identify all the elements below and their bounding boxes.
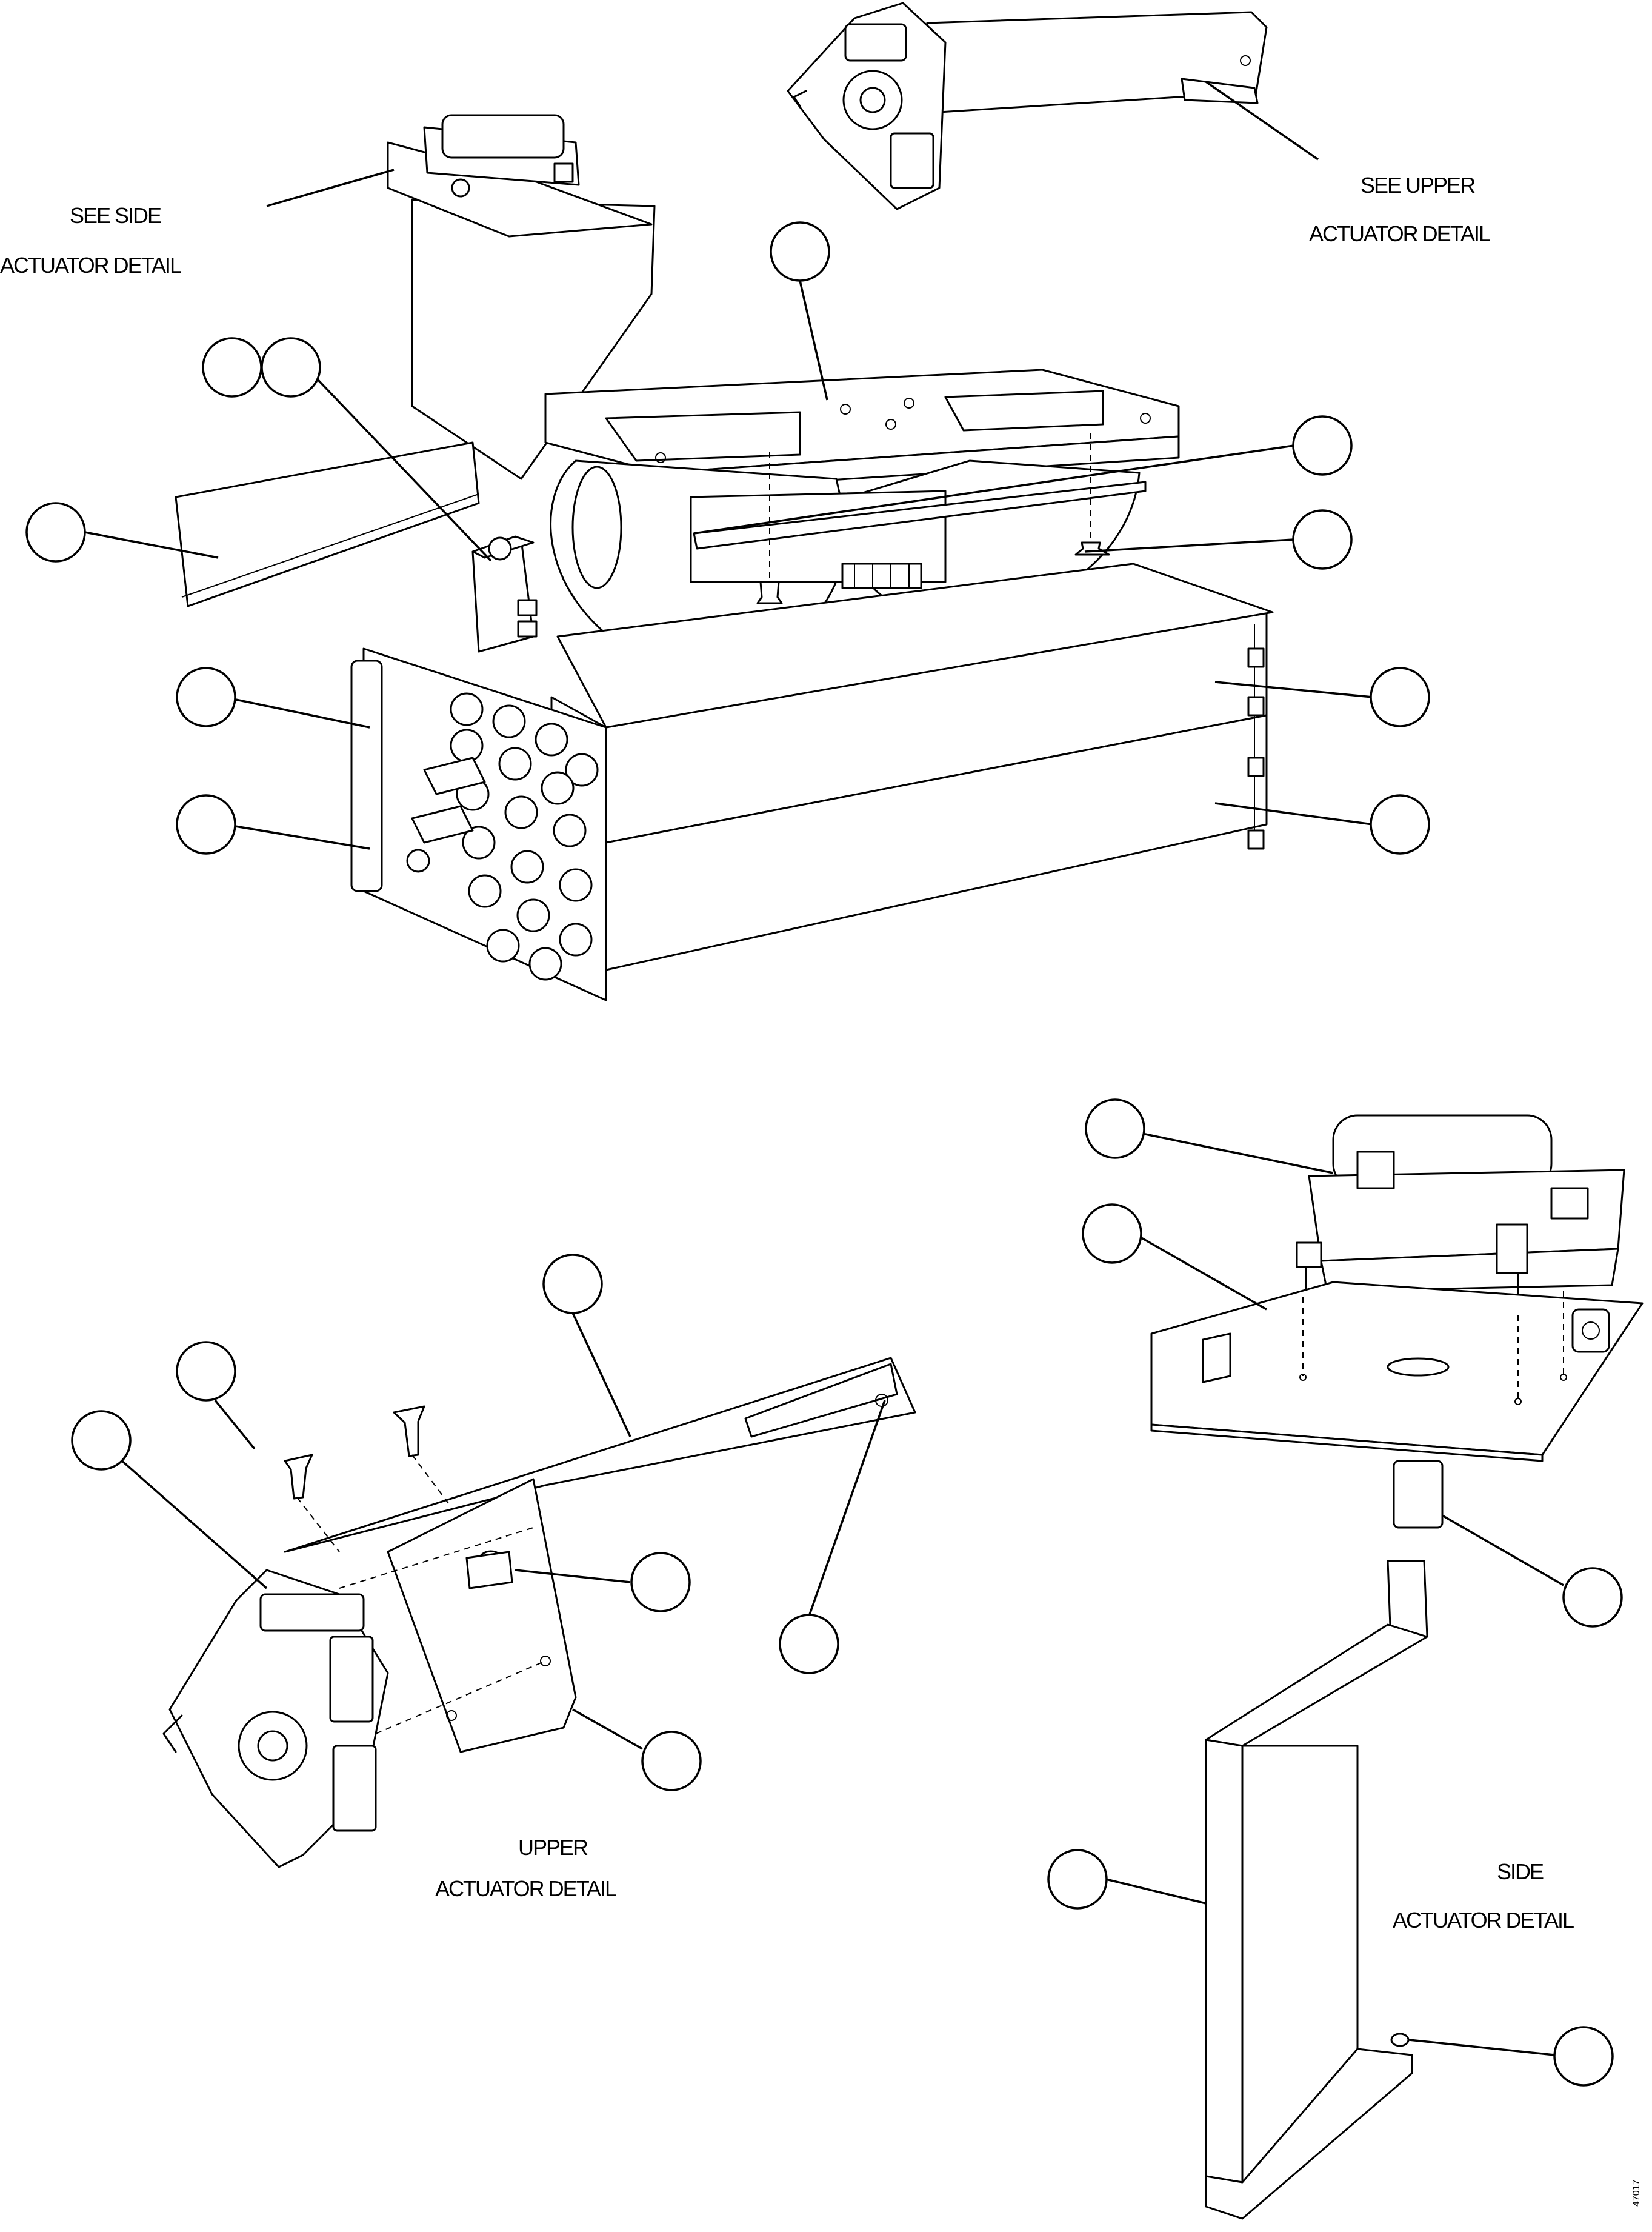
label-actuator-detail-side: ACTUATOR DETAIL xyxy=(1393,1908,1574,1933)
callout-bubble xyxy=(542,1254,603,1314)
side-actuator-assembly-top xyxy=(387,114,656,480)
callout-bubbles-bottom-left xyxy=(71,1254,839,1791)
callout-bubble xyxy=(779,1614,839,1674)
label-side: SIDE xyxy=(1497,1859,1544,1884)
callout-bubble xyxy=(202,337,262,398)
label-actuator-detail-upper-ref: ACTUATOR DETAIL xyxy=(1309,221,1490,246)
label-see-upper: SEE UPPER xyxy=(1361,173,1475,198)
callout-bubble xyxy=(261,337,321,398)
callout-bubble xyxy=(1047,1849,1108,1910)
callout-bubble xyxy=(1085,1098,1145,1159)
callout-bubble xyxy=(1292,509,1353,570)
callout-bubble xyxy=(1082,1203,1142,1264)
label-actuator-detail-upper: ACTUATOR DETAIL xyxy=(435,1876,616,1901)
callout-bubble xyxy=(1562,1567,1623,1628)
label-see-side: SEE SIDE xyxy=(70,203,161,228)
callout-bubbles-bottom-right xyxy=(1047,1098,1623,2087)
coil-cabinet xyxy=(350,563,1274,1001)
label-upper: UPPER xyxy=(518,1835,588,1860)
callout-bubble xyxy=(1292,415,1353,476)
callout-bubble xyxy=(176,1341,236,1402)
leaders-bottom-left xyxy=(114,1312,886,1750)
side-panel-left xyxy=(175,441,480,607)
callout-bubbles-top xyxy=(25,221,1430,855)
drawing-number: 47017 xyxy=(1631,2179,1642,2207)
callout-bubble xyxy=(176,667,236,727)
callout-bubble xyxy=(176,794,236,855)
leaders-top xyxy=(84,81,1373,850)
upper-actuator-assembly-top xyxy=(787,2,1268,210)
callout-bubble xyxy=(770,221,830,282)
callout-bubble xyxy=(641,1731,702,1791)
callout-bubble xyxy=(1370,667,1430,727)
callout-bubble xyxy=(25,502,86,563)
callout-bubble xyxy=(1553,2026,1614,2087)
side-actuator-detail xyxy=(1150,1114,1644,2220)
upper-actuator-detail xyxy=(162,1357,916,1868)
label-actuator-detail-side-ref: ACTUATOR DETAIL xyxy=(0,253,181,278)
callout-bubble xyxy=(1370,794,1430,855)
callout-bubble xyxy=(630,1552,691,1612)
callout-bubble xyxy=(71,1410,132,1471)
leaders-bottom-right xyxy=(1105,1132,1564,2056)
switch-box xyxy=(471,535,538,653)
